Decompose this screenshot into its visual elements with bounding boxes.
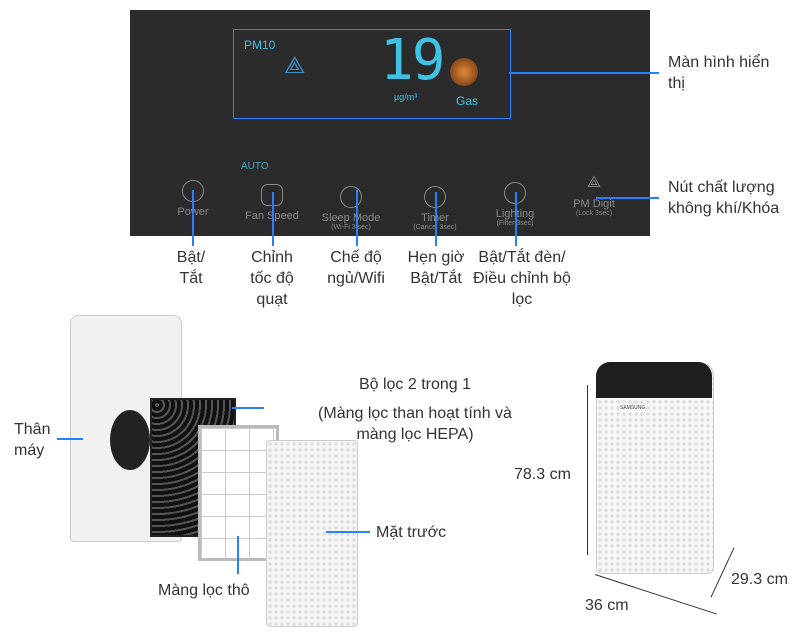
gas-label: Gas — [456, 94, 479, 108]
lock-sub-label: (Lock 3sec) — [575, 210, 613, 217]
display-screen — [233, 29, 511, 119]
body-label: Thân máy — [14, 421, 51, 459]
brand-logo: SAMSUNG — [620, 405, 646, 411]
lighting-callout: Bật/Tắt đèn/ Điều chỉnh bộ lọc — [473, 249, 571, 308]
auto-label: AUTO — [241, 161, 269, 172]
sleep-callout: Chế độ ngủ/Wifi — [327, 249, 385, 287]
front-cover-image — [266, 440, 358, 627]
pm-digit-button[interactable]: ⟁ PM Digit(Lock 3sec) — [549, 174, 639, 217]
sleep-mode-button[interactable]: Sleep Mode(Wi-Fi 3 sec) — [306, 186, 396, 231]
filter-sub-label: (Filter 3sec) — [496, 220, 534, 227]
lighting-label: Lighting — [496, 208, 535, 220]
callout-line — [57, 438, 83, 440]
pm10-label: PM10 — [244, 38, 276, 52]
callout-line — [272, 192, 274, 246]
pm-digit-label: PM Digit — [573, 198, 615, 210]
height-dimension: 78.3 cm — [514, 466, 571, 483]
callout-line — [232, 407, 264, 409]
callout-line — [356, 190, 358, 246]
tree-small-icon: ⟁ — [586, 174, 602, 191]
pm-value: 19 — [380, 28, 445, 93]
display-callout: Màn hình hiển thị — [668, 54, 770, 92]
filter-title: Bộ lọc 2 trong 1 — [358, 376, 472, 393]
height-dimension-line — [587, 385, 588, 555]
callout-line — [509, 72, 659, 74]
timer-callout: Hẹn giờ Bật/Tắt — [407, 249, 465, 287]
moon-icon — [340, 186, 362, 208]
pm-lock-callout: Nút chất lượng không khí/Khóa — [668, 179, 780, 217]
callout-line — [326, 531, 370, 533]
callout-line — [515, 192, 517, 246]
timer-label: Timer — [421, 212, 449, 224]
filter-description: (Màng lọc than hoạt tính và màng lọc HEP… — [318, 405, 512, 443]
callout-line — [237, 536, 239, 574]
control-panel — [130, 10, 650, 236]
power-callout: Bật/ Tắt — [176, 249, 206, 287]
callout-line — [192, 190, 194, 246]
depth-dimension: 29.3 cm — [731, 571, 788, 588]
callout-line — [596, 197, 659, 199]
callout-line — [435, 192, 437, 246]
gas-indicator-icon — [450, 58, 478, 86]
tree-icon: ⟁ — [284, 52, 306, 79]
wifi-sub-label: (Wi-Fi 3 sec) — [331, 224, 371, 231]
prefilter-image — [198, 425, 279, 561]
width-dimension: 36 cm — [585, 597, 629, 614]
pm-unit: µg/m³ — [394, 92, 418, 102]
sleep-mode-label: Sleep Mode — [321, 212, 381, 224]
fan-speed-label: Fan Speed — [245, 210, 299, 222]
fan-image — [110, 410, 150, 470]
front-label: Mặt trước — [376, 524, 447, 541]
fan-callout: Chỉnh tốc độ quạt — [250, 249, 294, 308]
purifier-top-panel — [596, 362, 712, 398]
prefilter-label: Màng lọc thô — [158, 582, 250, 599]
